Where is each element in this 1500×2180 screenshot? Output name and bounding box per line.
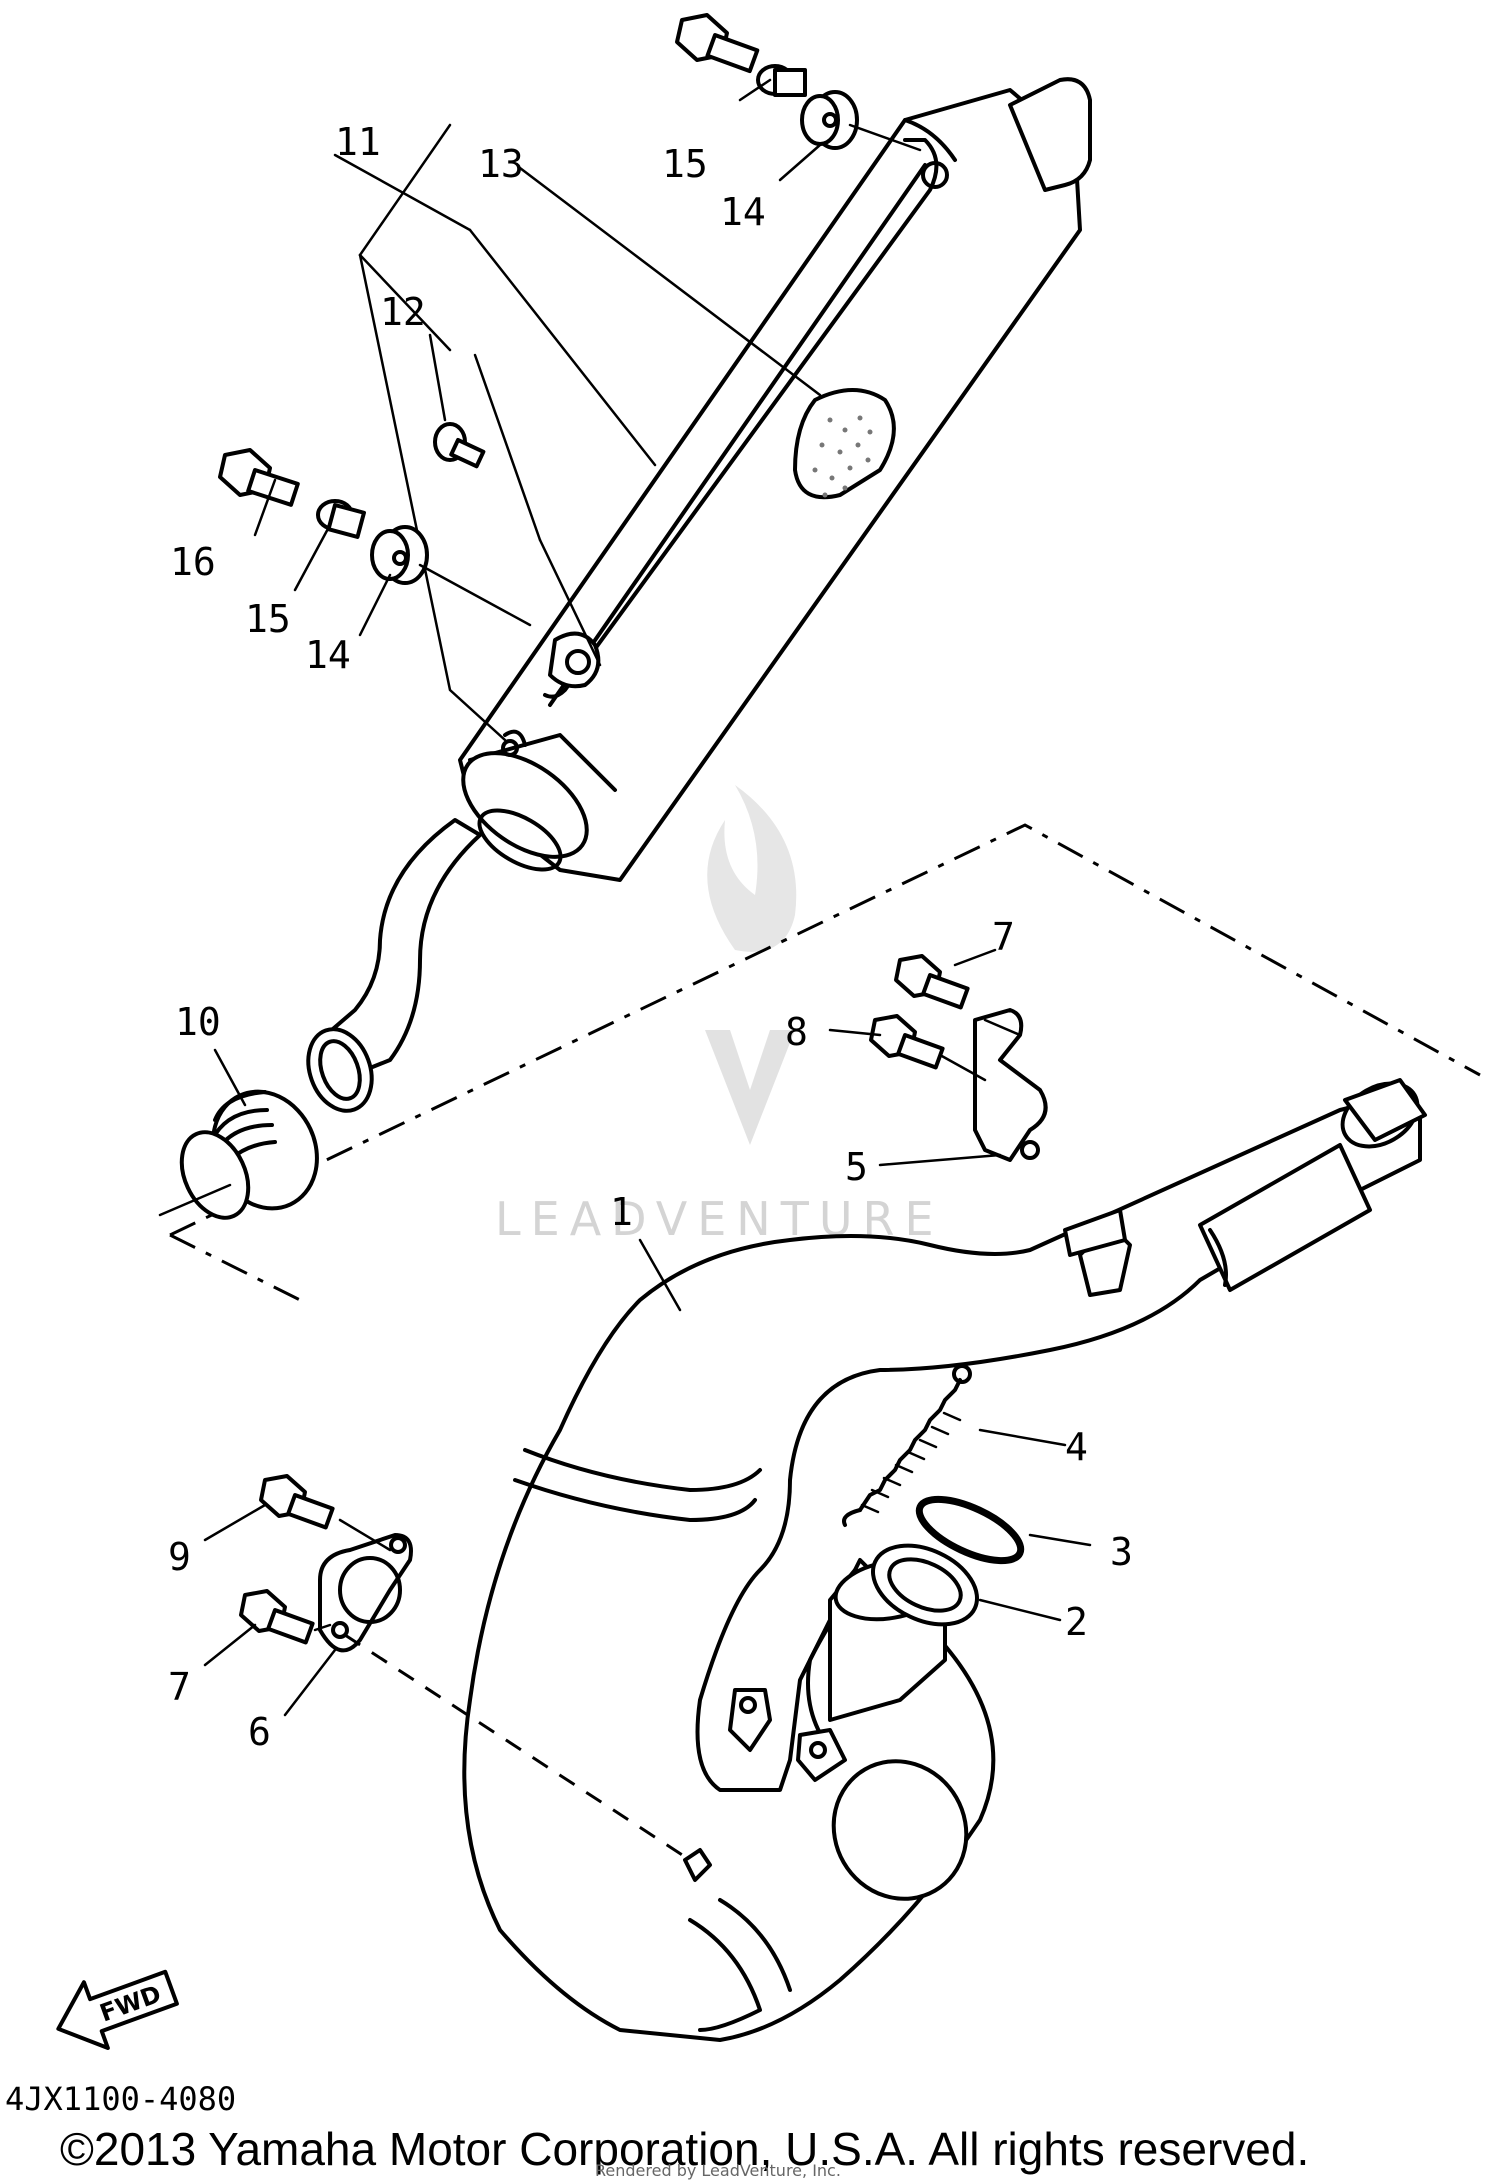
callout-9: 9 xyxy=(168,1535,191,1579)
callout-14-left: 14 xyxy=(305,633,351,677)
leader-lines xyxy=(203,78,1092,1717)
joint-and-sleeve xyxy=(158,1089,319,1220)
diagram-code: 4JX1100-4080 xyxy=(5,2080,236,2118)
callout-8: 8 xyxy=(785,1010,808,1054)
callout-12: 12 xyxy=(380,290,426,334)
gasket-and-ring xyxy=(871,1495,1025,1627)
stays-and-bolts xyxy=(239,954,1048,1862)
callout-14-top: 14 xyxy=(720,190,766,234)
callout-5: 5 xyxy=(845,1145,868,1189)
muffler-callout-brackets xyxy=(333,123,822,742)
callout-10: 10 xyxy=(175,1000,221,1044)
callout-3: 3 xyxy=(1110,1530,1133,1574)
muffler-assembly xyxy=(306,77,1092,1113)
fasteners-top xyxy=(218,13,922,627)
callout-6: 6 xyxy=(248,1710,271,1754)
assembly-box xyxy=(169,823,1481,1302)
spring xyxy=(842,1364,972,1527)
callout-15-top: 15 xyxy=(662,142,708,186)
callout-7-lower: 7 xyxy=(168,1665,191,1709)
callout-1: 1 xyxy=(610,1190,633,1234)
fwd-arrow: FWD xyxy=(56,1969,179,2051)
callout-16: 16 xyxy=(170,540,216,584)
callout-2: 2 xyxy=(1065,1600,1088,1644)
callout-4: 4 xyxy=(1065,1425,1088,1469)
callout-13: 13 xyxy=(478,142,524,186)
rendered-by-notice: Rendered by LeadVenture, Inc. xyxy=(595,2161,841,2180)
callout-15-left: 15 xyxy=(245,597,291,641)
callout-labels: 11 13 12 15 14 16 15 14 10 7 8 5 1 4 3 2… xyxy=(168,120,1133,1754)
copyright-notice: ©2013 Yamaha Motor Corporation, U.S.A. A… xyxy=(60,2123,1309,2175)
callout-11: 11 xyxy=(335,120,381,164)
callout-7-top: 7 xyxy=(992,915,1015,959)
